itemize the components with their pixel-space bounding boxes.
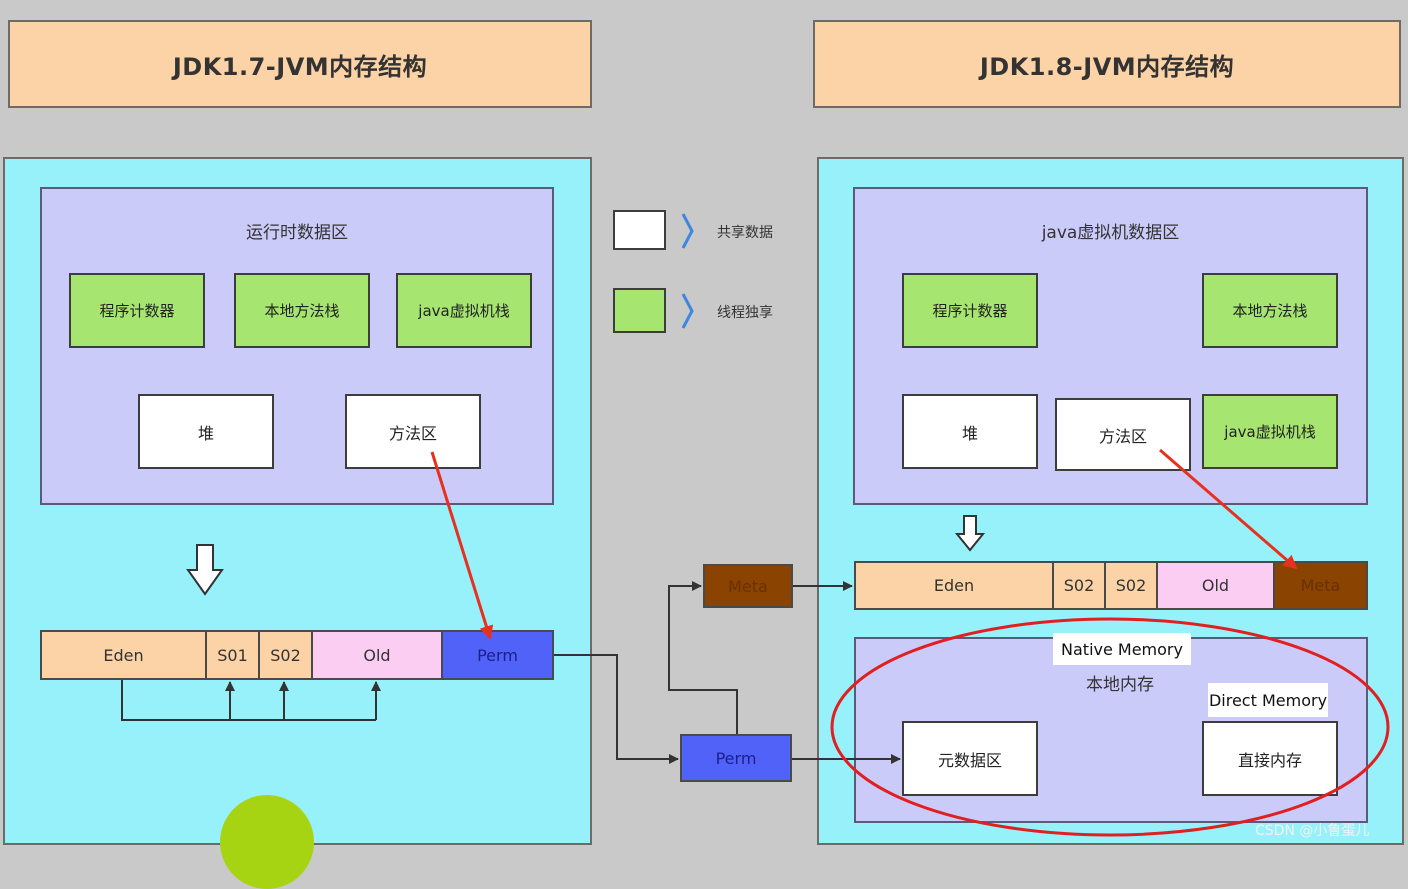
left-heap-box: 堆 [138, 394, 274, 469]
left-s01-segment: S01 [207, 632, 260, 678]
direct-memory-en-label: Direct Memory [1208, 683, 1328, 717]
left-program-counter: 程序计数器 [69, 273, 205, 348]
right-down-arrow-icon [954, 515, 986, 552]
right-eden-segment: Eden [856, 563, 1054, 608]
right-s02a-segment: S02 [1054, 563, 1106, 608]
left-vm-stack: java虚拟机栈 [396, 273, 532, 348]
native-memory-en-label: Native Memory [1053, 633, 1191, 665]
perm-to-meta-connector [668, 581, 738, 734]
left-method-area-box: 方法区 [345, 394, 481, 469]
legend-private-swatch [613, 288, 666, 333]
left-old-segment: Old [313, 632, 443, 678]
legend-private-chevron-icon [681, 293, 694, 329]
right-heap-box: 堆 [902, 394, 1038, 469]
right-meta-segment: Meta [1275, 563, 1366, 608]
left-down-arrow-icon [186, 544, 224, 596]
connector-overlay [121, 213, 1390, 837]
left-method-area-to-perm-red-arrow [430, 451, 494, 640]
native-memory-highlight-ellipse [830, 617, 1390, 837]
runtime-data-area-label: 运行时数据区 [246, 223, 348, 243]
left-native-method-stack: 本地方法栈 [234, 273, 370, 348]
metadata-area-box: 元数据区 [902, 721, 1038, 796]
direct-memory-box: 直接内存 [1202, 721, 1338, 796]
jdk18-title: JDK1.8-JVM内存结构 [813, 20, 1401, 108]
legend-shared-swatch [613, 210, 666, 250]
gc-flow-line [121, 680, 376, 721]
legend-private-label: 线程独享 [717, 305, 773, 321]
jdk17-heap-bar: Eden S01 S02 Old Perm [40, 630, 554, 680]
perm-to-middle-connector [554, 654, 679, 764]
jvm-data-area-label: java虚拟机数据区 [1041, 223, 1180, 243]
right-vm-stack: java虚拟机栈 [1202, 394, 1338, 469]
left-eden-segment: Eden [42, 632, 207, 678]
right-old-segment: Old [1158, 563, 1275, 608]
middle-meta-box: Meta [703, 564, 793, 608]
legend-shared-chevron-icon [681, 213, 694, 249]
jdk18-heap-bar: Eden S02 S02 Old Meta [854, 561, 1368, 610]
native-memory-cn-label: 本地内存 [1086, 675, 1154, 695]
right-native-method-stack: 本地方法栈 [1202, 273, 1338, 348]
right-s02b-segment: S02 [1106, 563, 1158, 608]
left-perm-segment: Perm [443, 632, 552, 678]
right-method-area-to-meta-red-arrow [1159, 448, 1298, 570]
middle-perm-box: Perm [680, 734, 792, 782]
right-program-counter: 程序计数器 [902, 273, 1038, 348]
watermark: CSDN @小鲁蛋儿 [1255, 823, 1370, 839]
jdk17-title: JDK1.7-JVM内存结构 [8, 20, 592, 108]
left-s02-segment: S02 [260, 632, 313, 678]
legend-shared-label: 共享数据 [717, 225, 773, 241]
